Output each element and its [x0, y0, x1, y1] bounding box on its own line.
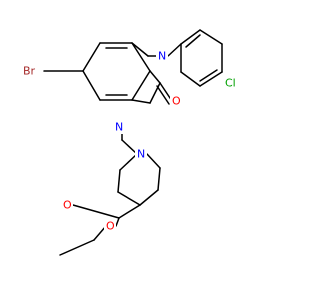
bond-line — [180, 29, 201, 45]
bond-line — [199, 71, 223, 87]
bond-line — [139, 189, 159, 206]
bond-line — [157, 167, 161, 191]
bond-line — [72, 204, 120, 219]
bond-line — [199, 29, 223, 45]
ring-nitrogen-label: N — [115, 121, 123, 134]
bond-line — [82, 42, 101, 72]
bond-line — [59, 239, 95, 256]
bond-line — [117, 191, 141, 206]
n-imine-label-bg — [156, 49, 168, 63]
n-piperidine-label-bg — [135, 147, 147, 161]
bond-line — [185, 34, 201, 48]
bond-line — [131, 70, 151, 101]
bond-layer — [43, 29, 223, 256]
cl-label-bg — [223, 76, 241, 90]
piperidine-nitrogen-label: N — [137, 148, 145, 161]
atom-label-layer: Br N Cl O N N O O — [21, 49, 241, 233]
o-carbonyl-label-bg — [61, 198, 73, 212]
bond-line — [149, 70, 161, 84]
bond-line — [149, 82, 161, 104]
bond-line — [199, 69, 218, 82]
bond-line — [131, 42, 151, 72]
bond-line — [156, 85, 170, 105]
bond-line — [180, 71, 201, 87]
bromine-atom-label: Br — [23, 65, 36, 78]
bond-line — [118, 204, 141, 219]
o-keto-label-bg — [170, 94, 182, 108]
br-label-bg — [21, 63, 41, 79]
bond-line — [167, 43, 182, 57]
chlorine-atom-label: Cl — [225, 77, 236, 90]
imine-nitrogen-label: N — [158, 50, 166, 63]
ester-oxygen-label: O — [106, 220, 115, 233]
o-ester-label-bg — [104, 219, 116, 233]
bond-line — [115, 217, 120, 227]
bond-line — [131, 99, 151, 104]
bond-line — [117, 169, 121, 193]
molecule-canvas: Br N Cl O N N O O — [21, 29, 241, 256]
bond-line — [121, 139, 138, 155]
bond-line — [131, 42, 149, 57]
keto-oxygen-label: O — [172, 95, 181, 108]
bond-line — [82, 70, 101, 101]
carbonyl-oxygen-label: O — [63, 199, 72, 212]
n-ring-label-bg — [113, 120, 125, 134]
bond-line — [146, 153, 161, 169]
bond-line — [119, 153, 138, 171]
